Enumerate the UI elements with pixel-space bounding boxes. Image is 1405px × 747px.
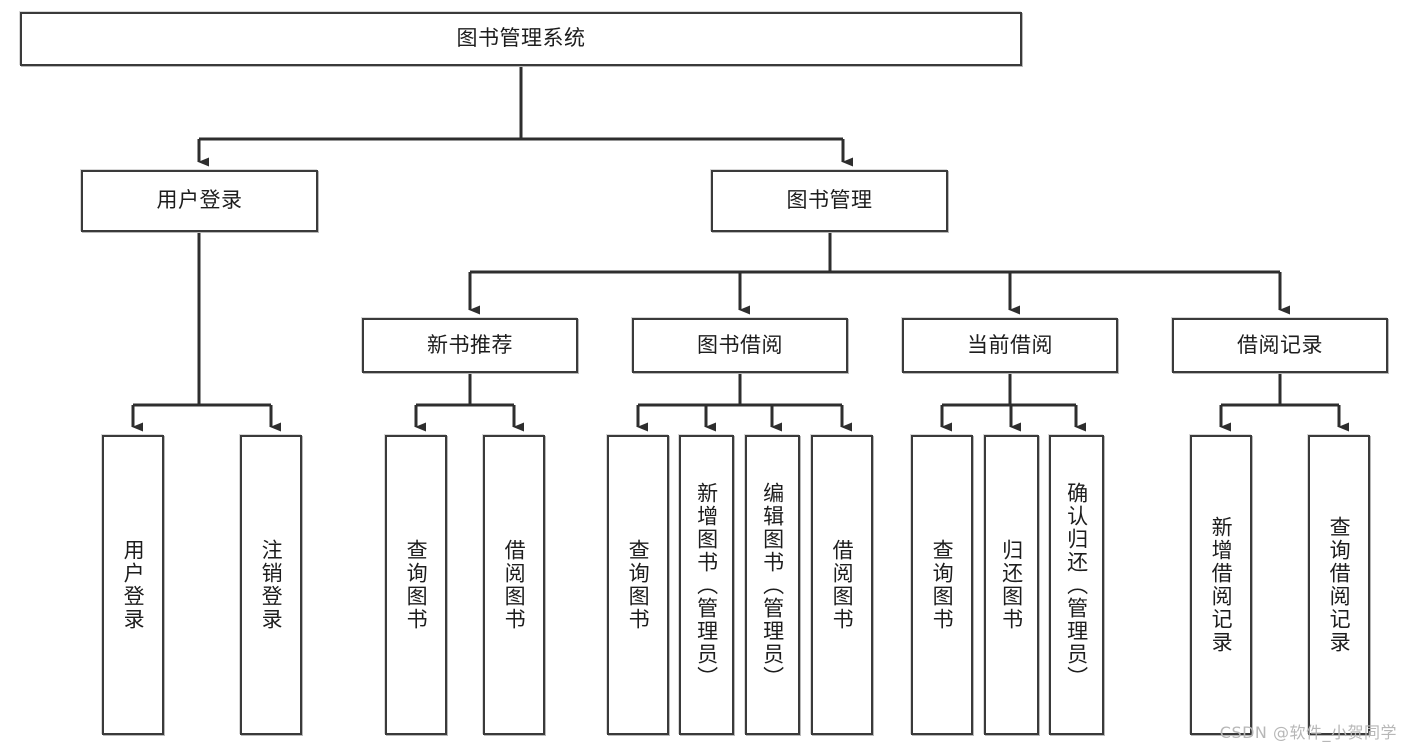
node-label: 借阅图书 <box>502 539 527 631</box>
node-l-borrow2[interactable]: 借阅图书 <box>811 435 873 735</box>
node-label: 新书推荐 <box>427 332 513 357</box>
edges-book-management <box>468 232 1290 315</box>
node-l-userlogin[interactable]: 用户登录 <box>102 435 164 735</box>
edges-root <box>197 66 853 167</box>
node-label: 借阅图书 <box>830 539 855 631</box>
node-n-login[interactable]: 用户登录 <box>81 170 318 232</box>
node-l-query3[interactable]: 查询图书 <box>911 435 973 735</box>
node-label: 图书管理系统 <box>456 26 586 51</box>
node-label: 查询图书 <box>404 539 429 631</box>
node-l-editbook[interactable]: 编辑图书（管理员） <box>745 435 800 735</box>
node-label: 注销登录 <box>259 539 284 631</box>
node-label: 用户登录 <box>156 188 243 213</box>
node-l-queryrec[interactable]: 查询借阅记录 <box>1308 435 1370 735</box>
node-n-current[interactable]: 当前借阅 <box>902 318 1118 373</box>
node-l-return[interactable]: 归还图书 <box>984 435 1039 735</box>
node-root[interactable]: 图书管理系统 <box>20 12 1022 66</box>
node-label: 归还图书 <box>999 539 1024 631</box>
node-label: 编辑图书（管理员） <box>760 481 785 689</box>
csdn-watermark: CSDN @软件_小贺同学 <box>1219 723 1397 742</box>
node-label: 查询图书 <box>930 539 955 631</box>
edges-book-borrow <box>636 373 852 432</box>
node-label: 确认归还（管理员） <box>1064 481 1089 689</box>
edges-borrow-record <box>1219 373 1349 432</box>
node-l-addrec[interactable]: 新增借阅记录 <box>1190 435 1252 735</box>
edges-user-login <box>131 232 281 432</box>
node-label: 图书管理 <box>786 188 873 213</box>
node-l-logout[interactable]: 注销登录 <box>240 435 302 735</box>
node-label: 新增图书（管理员） <box>694 481 719 689</box>
node-label: 借阅记录 <box>1237 332 1323 357</box>
node-l-borrow1[interactable]: 借阅图书 <box>483 435 545 735</box>
node-l-addbook[interactable]: 新增图书（管理员） <box>679 435 734 735</box>
node-n-newbook[interactable]: 新书推荐 <box>362 318 578 373</box>
node-n-borrow[interactable]: 图书借阅 <box>632 318 848 373</box>
node-label: 查询图书 <box>626 539 651 631</box>
edges-current-borrow <box>940 373 1086 432</box>
node-label: 新增借阅记录 <box>1209 516 1234 654</box>
node-label: 查询借阅记录 <box>1327 516 1352 654</box>
node-l-query1[interactable]: 查询图书 <box>385 435 447 735</box>
node-l-confirm[interactable]: 确认归还（管理员） <box>1049 435 1104 735</box>
node-n-bookmgmt[interactable]: 图书管理 <box>711 170 948 232</box>
node-label: 图书借阅 <box>697 332 783 357</box>
node-label: 当前借阅 <box>967 332 1053 357</box>
node-n-record[interactable]: 借阅记录 <box>1172 318 1388 373</box>
node-label: 用户登录 <box>121 539 146 631</box>
node-l-query2[interactable]: 查询图书 <box>607 435 669 735</box>
edges-new-book <box>414 373 524 432</box>
